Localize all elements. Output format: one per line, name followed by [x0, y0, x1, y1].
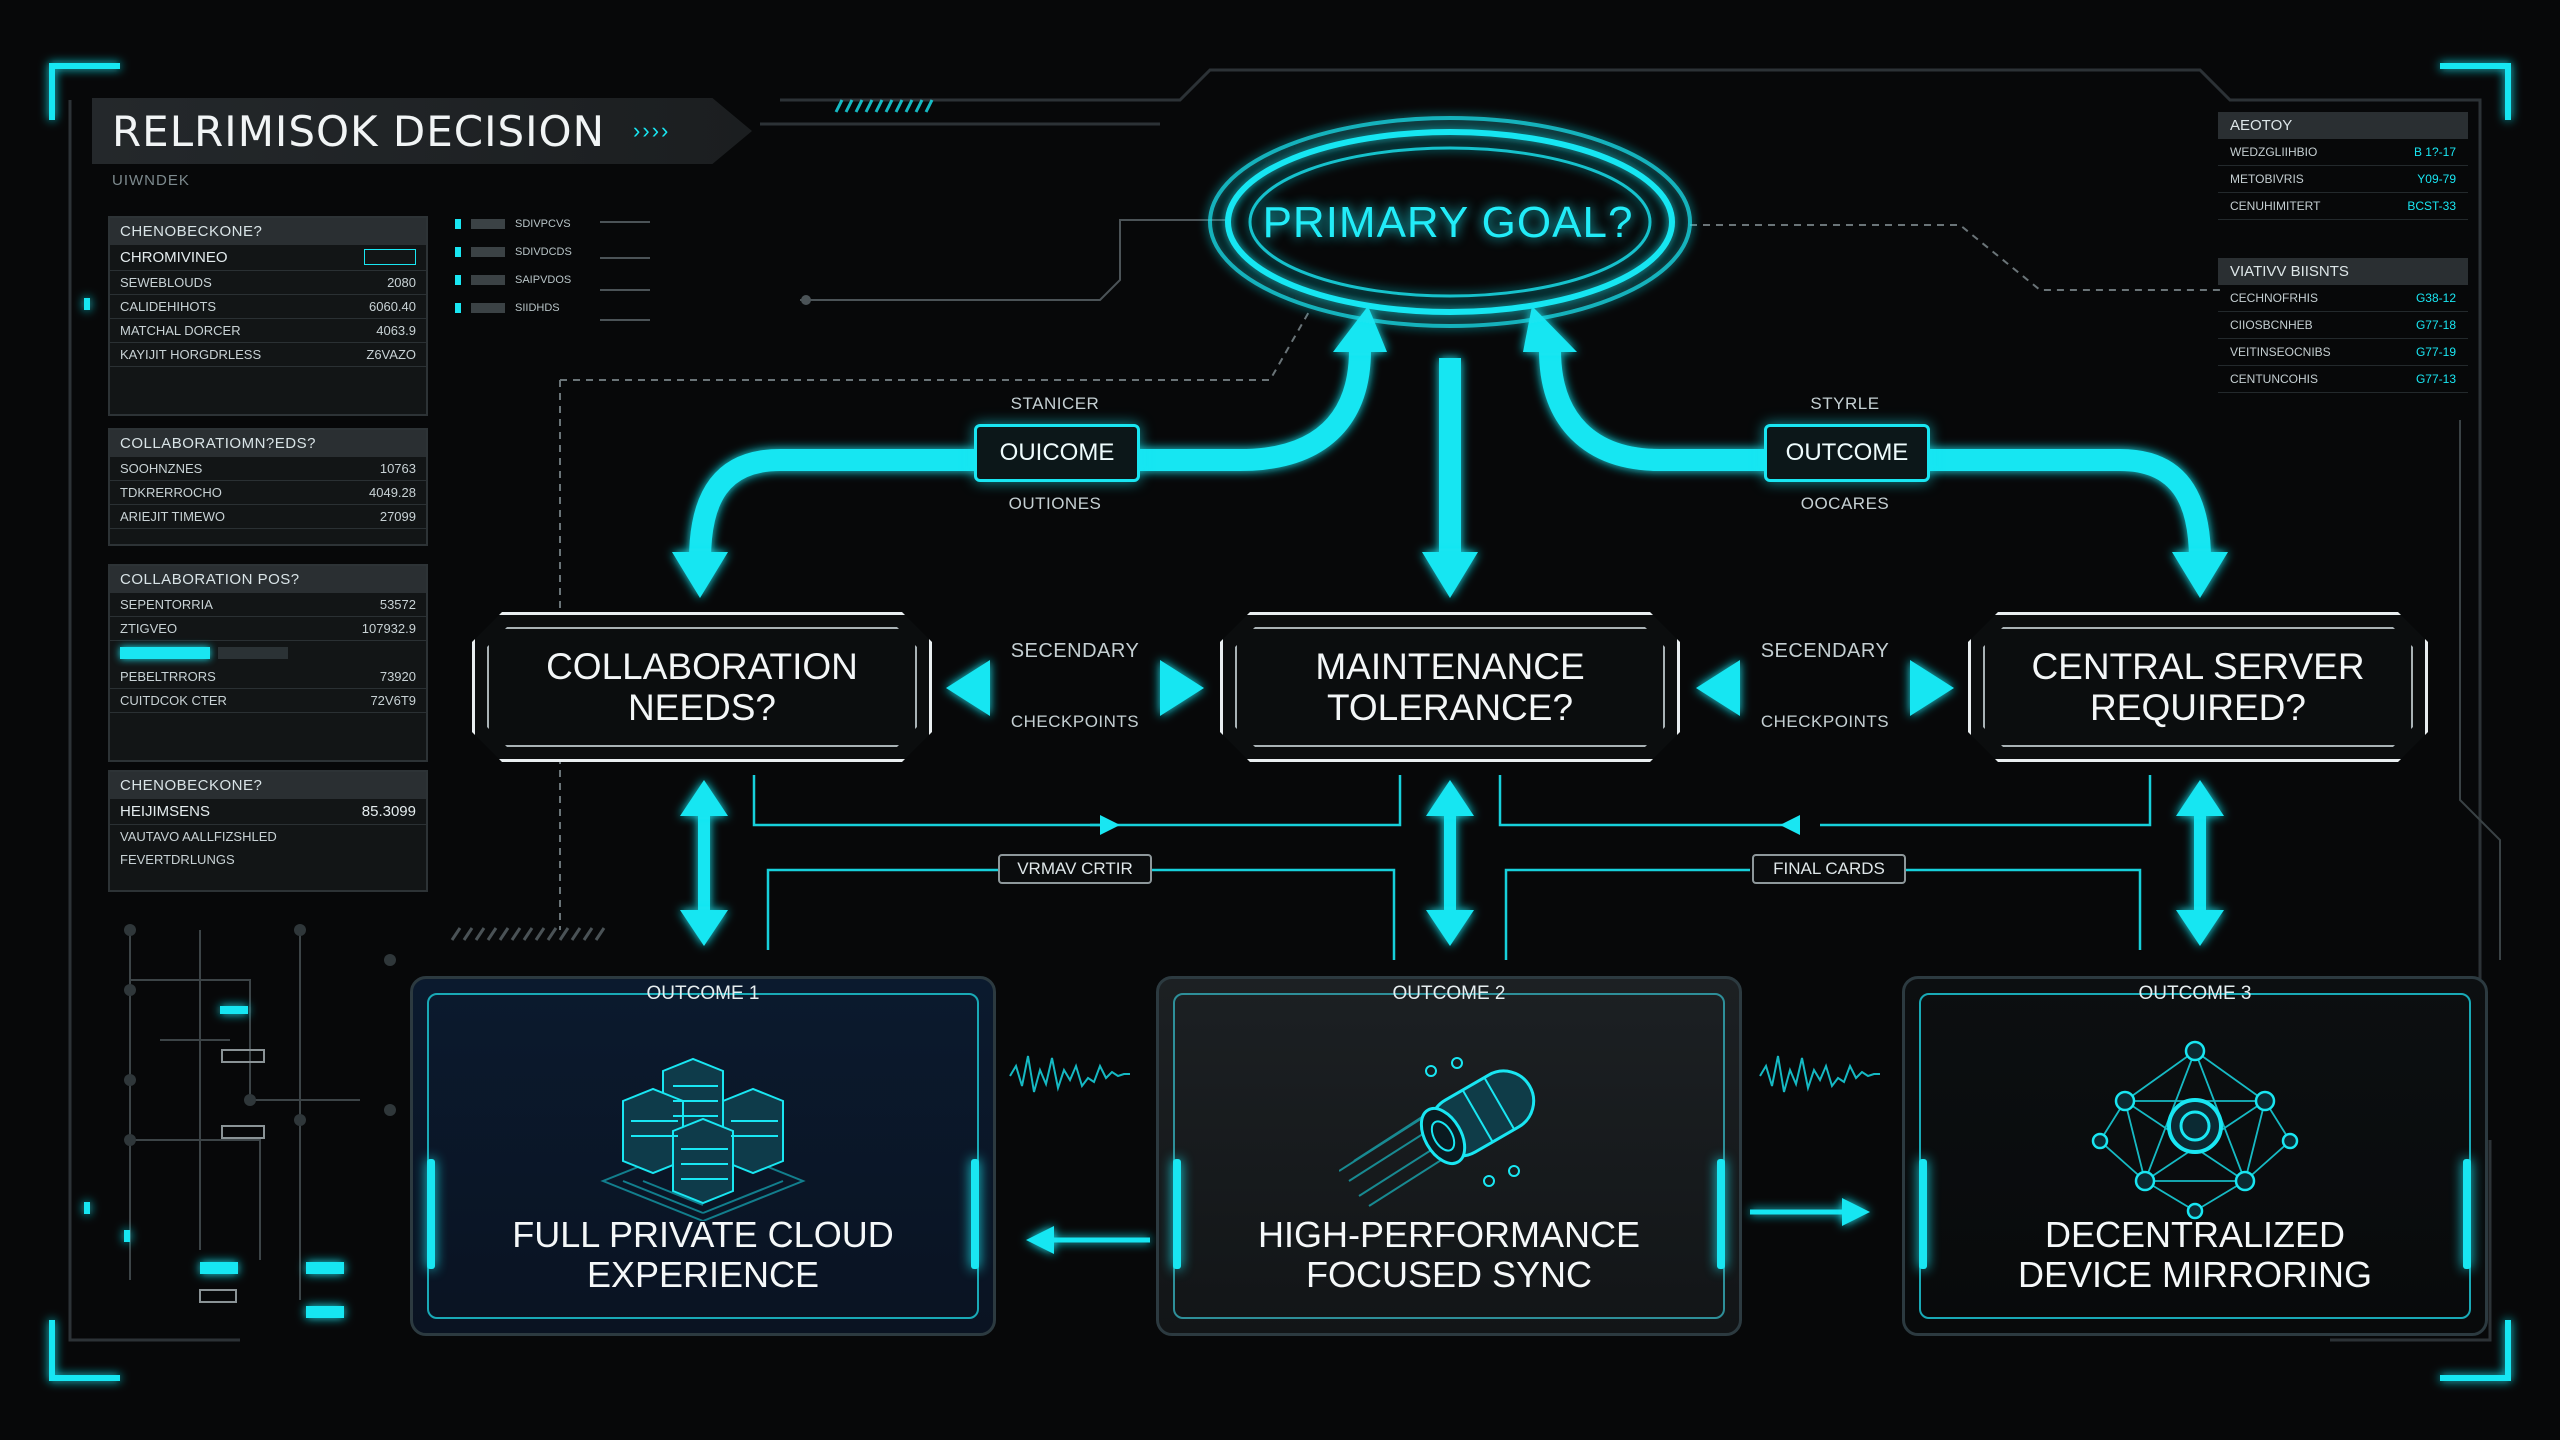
outcome-pill-right[interactable]: OUTCOME [1764, 424, 1930, 482]
sync-cylinder-icon [1339, 1057, 1536, 1207]
panel-title: VIATIVV BIISNTS [2218, 258, 2468, 285]
card-title: DECENTRALIZED DEVICE MIRRORING [2017, 1214, 2373, 1295]
server-stack-icon [600, 1057, 806, 1221]
goal-label: PRIMARY GOAL? [1262, 198, 1634, 247]
card-title: FULL PRIVATE CLOUD EXPERIENCE [512, 1214, 894, 1295]
panel-row: FEVERTDRLUNGS [120, 852, 235, 867]
pill-bottom-label: OUTIONES [1008, 494, 1102, 513]
decision-collaboration-needs[interactable]: COLLABORATION NEEDS? [472, 612, 932, 762]
progress-bar-track [218, 647, 288, 659]
panel-title: COLLABORATIOMN?EDS? [110, 430, 426, 457]
card-title: HIGH-PERFORMANCE FOCUSED SYNC [1257, 1214, 1640, 1295]
glow-accent [1173, 1159, 1181, 1269]
card-label: OUTCOME 1 [646, 983, 760, 1004]
panel-row: CHROMIVINEO [110, 245, 426, 271]
glow-accent [1919, 1159, 1927, 1269]
outcome-card-3[interactable]: OUTCOME 3 DECENTRALIZED DEVICE MIRRORING [1902, 976, 2488, 1336]
mesh-network-icon [2091, 1040, 2299, 1220]
pill-top-label: STANICER [1010, 394, 1100, 413]
connector-top-label: SECENDARY [1010, 640, 1140, 662]
connector-bottom-label: CHECKPOINTS [1010, 712, 1140, 731]
tag-final-cards: FINAL CARDS [1752, 854, 1906, 884]
panel-title: COLLABORATION POS? [110, 566, 426, 593]
panel-title: CHENOBECKONE? [110, 772, 426, 799]
card-label: OUTCOME 3 [2138, 983, 2252, 1004]
list-item: SDIVPCVS [455, 218, 572, 230]
decision-maintenance-tolerance[interactable]: MAINTENANCE TOLERANCE? [1220, 612, 1680, 762]
outcome-card-2[interactable]: OUTCOME 2 HIGH-PERFORMANCE FOCUSED SYNC [1156, 976, 1742, 1336]
page-title: RELRIMISOK DECISION [112, 106, 606, 156]
list-item: SDIVDCDS [455, 246, 572, 258]
connector-top-label: SECENDARY [1760, 640, 1890, 662]
subtitle: UIWNDEK [112, 172, 190, 189]
progress-row [110, 641, 426, 665]
title-bar: RELRIMISOK DECISION ›››› [92, 98, 752, 164]
decision-label: COLLABORATION NEEDS? [546, 646, 858, 728]
connector-bottom-label: CHECKPOINTS [1760, 712, 1890, 731]
glow-accent [971, 1159, 979, 1269]
list-item: SAIPVDOS [455, 274, 572, 286]
decision-label: MAINTENANCE TOLERANCE? [1315, 646, 1585, 728]
progress-bar-fill [120, 647, 210, 659]
mini-status-list: SDIVPCVS SDIVDCDS SAIPVDOS SIIDHDS [455, 218, 572, 330]
outcome-pill-left[interactable]: OUICOME [974, 424, 1140, 482]
indicator-box [364, 249, 416, 265]
pill-bottom-label: OOCARES [1800, 494, 1890, 513]
primary-goal-node[interactable]: PRIMARY GOAL? [1228, 128, 1668, 318]
outcome-card-1[interactable]: OUTCOME 1 FULL PRIVATE CLOUD EXPERIENCE [410, 976, 996, 1336]
decision-label: CENTRAL SERVER REQUIRED? [2031, 646, 2365, 728]
chevrons-icon: ›››› [633, 118, 671, 143]
pill-top-label: STYRLE [1810, 394, 1880, 413]
glow-accent [427, 1159, 435, 1269]
panel-title: AEOTOY [2218, 112, 2468, 139]
list-item: SIIDHDS [455, 302, 572, 314]
panel-row: VAUTAVO AALLFIZSHLED [120, 829, 277, 844]
tag-label: VRMAV CRTIR [998, 854, 1152, 884]
glow-accent [2463, 1159, 2471, 1269]
panel-title: CHENOBECKONE? [110, 218, 426, 245]
decision-central-server[interactable]: CENTRAL SERVER REQUIRED? [1968, 612, 2428, 762]
glow-accent [1717, 1159, 1725, 1269]
card-label: OUTCOME 2 [1392, 983, 1506, 1004]
